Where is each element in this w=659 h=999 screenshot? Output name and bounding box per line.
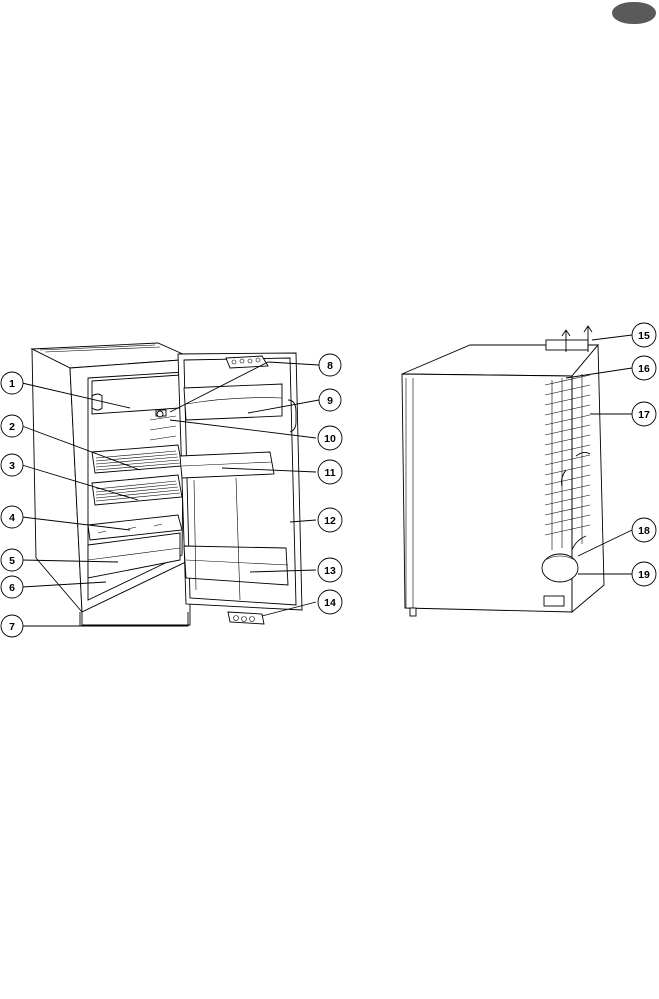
callout-18-number: 18 — [638, 525, 650, 537]
callout-16: 16 — [632, 356, 656, 380]
callout-14: 14 — [318, 590, 342, 614]
callout-10-number: 10 — [324, 433, 336, 445]
callout-8-number: 8 — [327, 360, 333, 372]
callout-17: 17 — [632, 402, 656, 426]
callout-19: 19 — [632, 562, 656, 586]
callout-12-number: 12 — [324, 515, 336, 527]
callout-19-number: 19 — [638, 569, 650, 581]
callout-6: 6 — [1, 576, 23, 598]
callout-4-number: 4 — [9, 512, 15, 524]
callout-5-number: 5 — [9, 555, 15, 567]
callout-15: 15 — [632, 323, 656, 347]
front-view-fridge — [32, 343, 194, 625]
callout-10: 10 — [318, 426, 342, 450]
rear-view-fridge — [402, 326, 604, 616]
callout-7: 7 — [1, 615, 23, 637]
callout-18: 18 — [632, 518, 656, 542]
callout-13-number: 13 — [324, 565, 336, 577]
callout-5: 5 — [1, 549, 23, 571]
callout-7-number: 7 — [9, 621, 15, 633]
callout-3: 3 — [1, 454, 23, 476]
callout-4: 4 — [1, 506, 23, 528]
callout-2-number: 2 — [9, 421, 15, 433]
callout-11: 11 — [318, 460, 342, 484]
callout-17-number: 17 — [638, 409, 650, 421]
callout-11-number: 11 — [324, 467, 335, 479]
callout-1-number: 1 — [9, 378, 15, 390]
callout-13: 13 — [318, 558, 342, 582]
callout-8: 8 — [319, 354, 341, 376]
callout-9: 9 — [319, 389, 341, 411]
callout-14-number: 14 — [324, 597, 336, 609]
front-view-door — [178, 353, 302, 624]
callout-16-number: 16 — [638, 363, 650, 375]
callout-9-number: 9 — [327, 395, 333, 407]
callout-2: 2 — [1, 415, 23, 437]
callout-1: 1 — [1, 372, 23, 394]
callout-12: 12 — [318, 508, 342, 532]
callout-3-number: 3 — [9, 460, 15, 472]
callout-15-number: 15 — [638, 330, 650, 342]
callout-6-number: 6 — [9, 582, 15, 594]
